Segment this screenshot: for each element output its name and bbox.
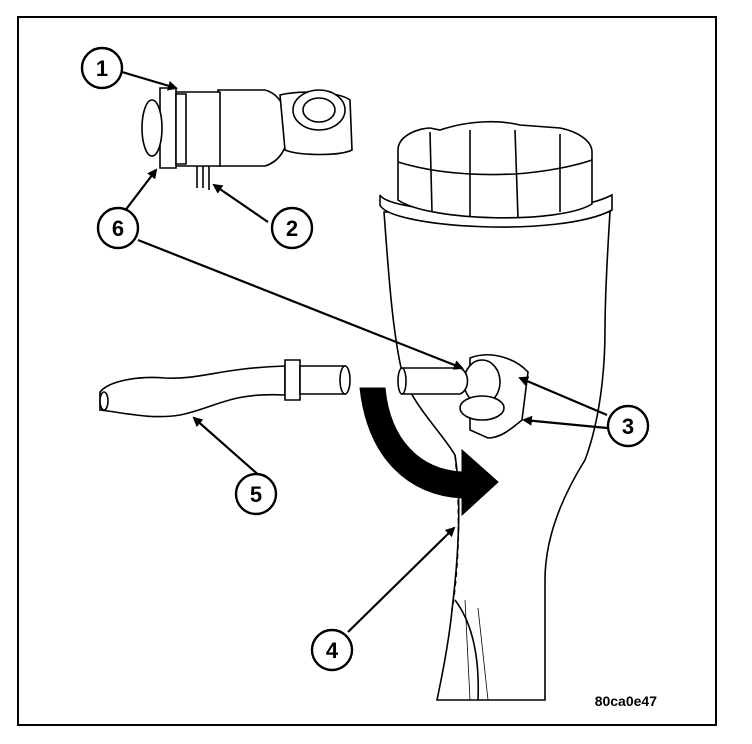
install-direction-arrow bbox=[359, 387, 499, 517]
callout-3: 3 bbox=[606, 404, 650, 448]
svg-text:2: 2 bbox=[286, 216, 298, 241]
svg-text:3: 3 bbox=[622, 414, 634, 439]
pump-installed bbox=[397, 354, 529, 439]
svg-text:6: 6 bbox=[112, 216, 124, 241]
callout-2: 2 bbox=[270, 206, 314, 250]
svg-text:4: 4 bbox=[326, 638, 339, 663]
callout-4: 4 bbox=[310, 628, 354, 672]
washer-hose bbox=[99, 359, 351, 418]
callout-6: 6 bbox=[96, 206, 140, 250]
callout-1: 1 bbox=[80, 46, 124, 90]
washer-reservoir bbox=[379, 120, 613, 701]
svg-text:1: 1 bbox=[96, 56, 108, 81]
figure-id: 80ca0e47 bbox=[595, 693, 658, 709]
callout-5: 5 bbox=[234, 472, 278, 516]
pump-detail bbox=[141, 87, 353, 190]
leader-lines bbox=[121, 70, 608, 633]
svg-text:5: 5 bbox=[250, 482, 262, 507]
